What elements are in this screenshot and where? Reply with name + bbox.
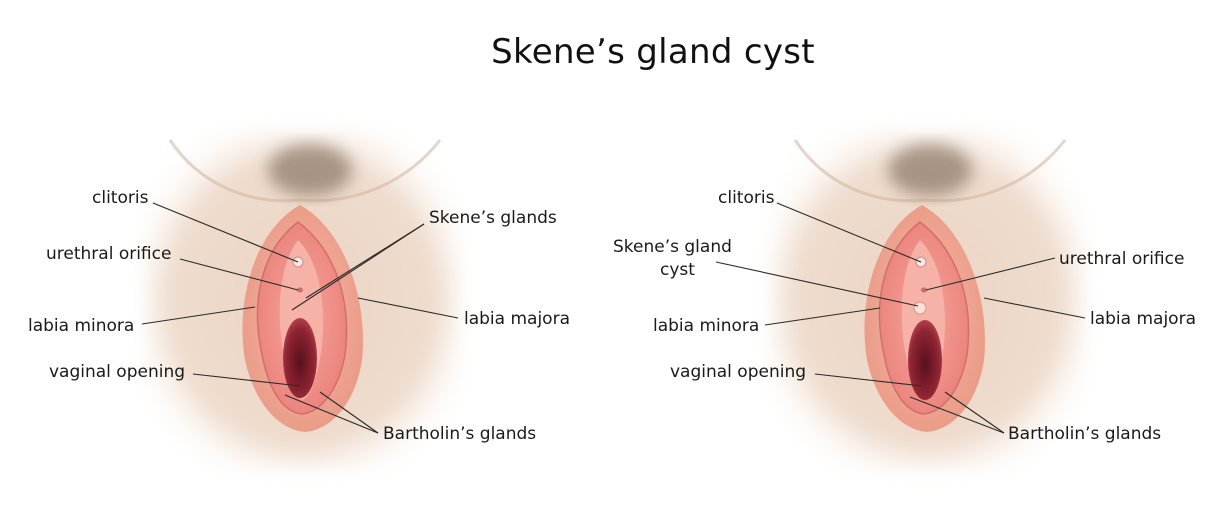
label-vaginal-opening: vaginal opening [49,362,185,382]
leader-bartholins-glands-1 [319,391,379,434]
vaginal-opening-shape [908,320,942,400]
label-labia-minora: labia minora [28,316,134,336]
left-leader-lines [141,202,459,434]
leader-bartholins-glands-1 [944,391,1005,434]
leader-skenes-gland-cyst [715,261,919,307]
right-leader-lines [715,202,1086,434]
leader-labia-majora [357,297,459,319]
label-labia-majora: labia majora [464,309,570,329]
label-urethral-orifice: urethral orifice [46,244,171,264]
leader-bartholins-glands-2 [909,396,1005,434]
leader-urethral-orifice [925,257,1056,291]
leader-labia-minora [764,307,881,326]
leader-clitoris [776,202,922,263]
label-labia-minora: labia minora [653,316,759,336]
label-skenes-gland-cyst-line1: Skene’s gland [613,237,732,257]
label-clitoris: clitoris [92,188,149,208]
left-anatomy-illustration [145,130,460,470]
leader-skenes-glands-2 [305,223,425,299]
thigh-crease [168,139,442,203]
label-skenes-glands: Skene’s glands [429,208,557,228]
page-title: Skene’s gland cyst [491,32,815,72]
label-skenes-gland-cyst-line2: cyst [660,260,695,280]
label-clitoris: clitoris [718,188,775,208]
urethral-orifice-shape [921,287,927,293]
leader-labia-minora [141,306,256,325]
leader-vaginal-opening [192,373,301,387]
right-labels: clitoris Skene’s gland cyst labia minora… [613,188,1196,444]
leader-labia-majora [983,297,1086,319]
pubic-hair [888,144,972,196]
leader-bartholins-glands-2 [284,394,379,434]
thigh-crease [793,139,1067,203]
label-bartholins-glands: Bartholin’s glands [383,424,536,444]
vaginal-opening-shape [283,318,317,398]
leader-vaginal-opening [814,373,923,387]
urethral-orifice-shape [297,287,303,293]
leader-clitoris [152,202,299,263]
label-labia-majora: labia majora [1090,309,1196,329]
pubic-hair [268,144,352,196]
label-bartholins-glands: Bartholin’s glands [1008,424,1161,444]
right-anatomy-illustration [770,130,1085,470]
leader-urethral-orifice [179,258,299,291]
label-urethral-orifice: urethral orifice [1059,249,1184,269]
skenes-cyst-shape [913,301,927,315]
label-vaginal-opening: vaginal opening [670,362,806,382]
left-labels: clitoris urethral orifice labia minora v… [28,188,570,444]
